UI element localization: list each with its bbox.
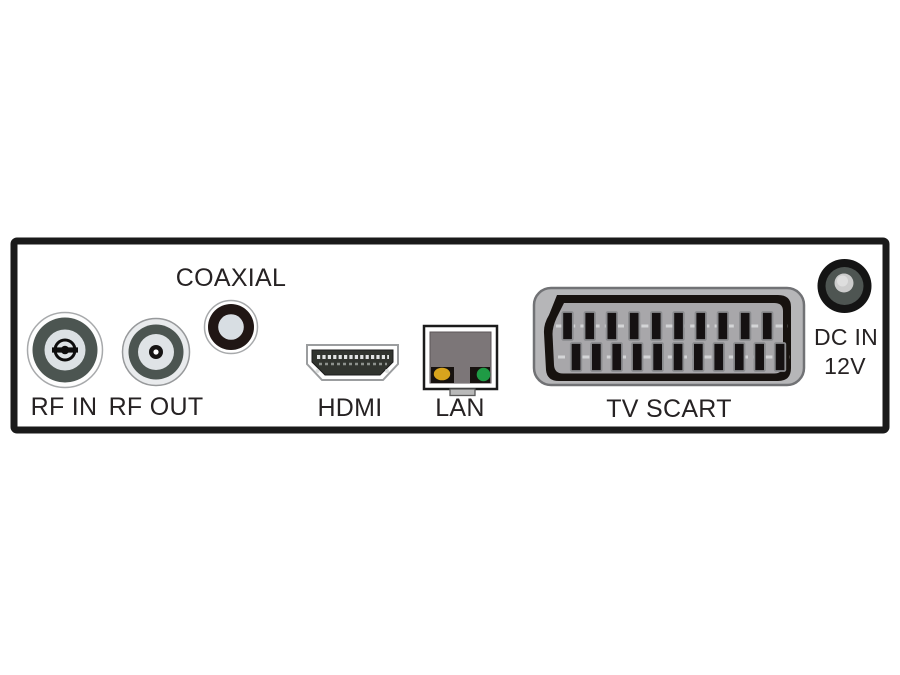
- rf-out-label: RF OUT: [108, 393, 204, 421]
- lan-label: LAN: [435, 394, 485, 422]
- rf-in-connector-icon: [26, 311, 104, 389]
- coaxial-label: COAXIAL: [175, 264, 287, 292]
- coaxial-connector-icon: [203, 299, 259, 355]
- scart-pin-row-top: [561, 311, 774, 341]
- hdmi-label: HDMI: [317, 394, 383, 422]
- tv-scart-connector-icon: [532, 286, 806, 387]
- dc-in-connector-icon: [817, 259, 872, 313]
- lan-led-right: [476, 367, 491, 382]
- scart-pin-row-bottom: [569, 342, 787, 372]
- hdmi-connector-icon: [306, 344, 399, 381]
- rf-out-connector-icon: [121, 317, 191, 387]
- lan-led-left: [433, 367, 451, 381]
- dc-in-voltage-label: 12V: [824, 353, 866, 379]
- rf-in-label: RF IN: [30, 393, 98, 421]
- tv-scart-label: TV SCART: [606, 395, 732, 423]
- dc-in-label: DC IN: [813, 324, 879, 350]
- lan-connector-icon: [422, 324, 499, 397]
